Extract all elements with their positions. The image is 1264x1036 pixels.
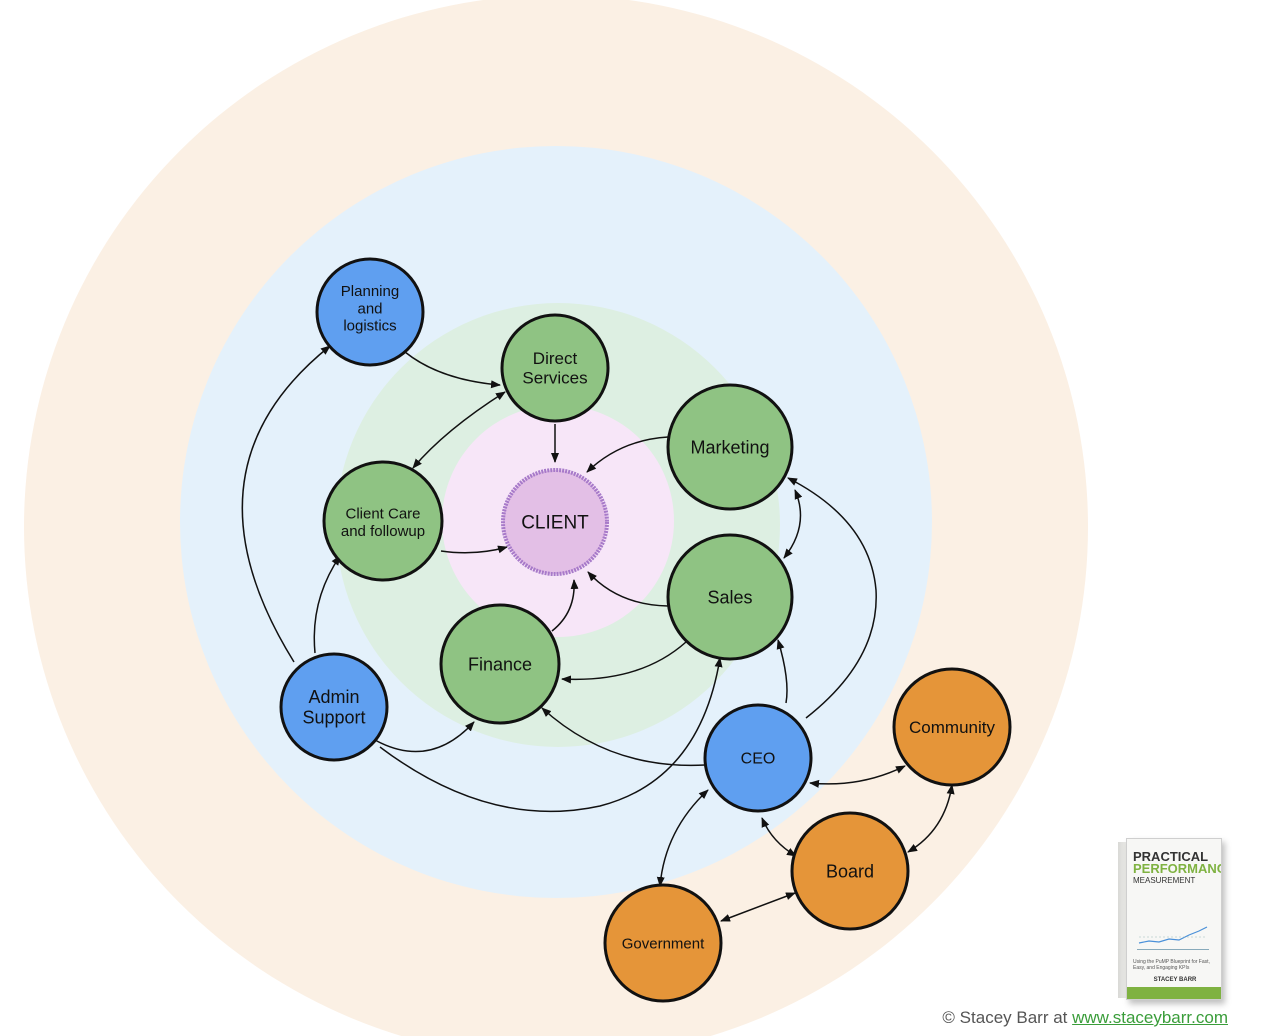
node-sales: Sales [666,533,794,661]
book-tagline: Using the PuMP Blueprint for Fast, Easy,… [1133,959,1210,971]
connector-admin-to-finance [374,721,475,753]
connector-board-government [720,892,796,922]
connector-ceo-board [761,817,797,857]
connector-ceo-community [809,765,906,788]
sales-circle [666,533,794,661]
book-band [1127,987,1221,999]
connector-admin-to-sales [379,657,723,813]
connector-marketing-sales [783,489,803,559]
book-title-line-3: MEASUREMENT [1133,876,1196,885]
planning-circle [315,257,425,367]
connector-ceo-to-marketing [787,477,877,719]
government-label-line: Government [622,935,705,952]
book-title: PRACTICAL PERFORMANCE MEASUREMENT [1133,849,1221,887]
book-chart-line [1138,926,1208,944]
direct-services-label-line: Services [522,369,587,388]
government-circle [603,883,723,1003]
book-chart-graphic [1137,921,1209,950]
marketing-label: Marketing [690,437,769,457]
community-circle [892,667,1012,787]
connector-sales-to-client [587,571,669,607]
book-cover-image: PRACTICAL PERFORMANCE MEASUREMENT Using … [1118,838,1222,1000]
connector-sales-to-finance [561,641,687,684]
connector-planning-to-direct [404,351,501,389]
node-client: CLIENT [501,468,609,576]
admin-support-label-line: Support [302,708,365,728]
planning-label-line: and [357,300,382,317]
copyright-footer: © Stacey Barr at www.staceybarr.com [942,1008,1228,1028]
connector-marketing-to-client [586,436,669,473]
node-government: Government [603,883,723,1003]
government-label: Government [622,935,705,952]
admin-support-circle [279,652,389,762]
connector-clientcare-to-client [440,545,508,554]
board-label: Board [826,861,874,881]
sales-label-line: Sales [707,587,752,607]
node-community: Community [892,667,1012,787]
finance-label-line: Finance [468,654,532,674]
client-care-circle [322,460,444,582]
connector-ceo-to-sales [776,639,788,704]
client-label: CLIENT [521,513,589,534]
connector-community-board [907,784,955,853]
connector-direct-clientcare [412,391,506,469]
board-label-line: Board [826,861,874,881]
community-label: Community [909,718,995,737]
client-circle [501,468,609,576]
finance-label: Finance [468,654,532,674]
community-label-line: Community [909,718,995,737]
board-circle [790,811,910,931]
ceo-label-line: CEO [741,751,776,768]
sales-label: Sales [707,587,752,607]
direct-services-circle [500,313,610,423]
planning-label-line: logistics [343,318,396,335]
book-title-line-1: PRACTICAL [1133,849,1209,864]
copyright-text: © Stacey Barr at [942,1008,1073,1027]
client-label-line: CLIENT [521,513,589,534]
connector-admin-to-planning [241,345,331,663]
client-care-label-line: and followup [341,523,425,540]
node-finance: Finance [439,603,561,725]
node-board: Board [790,811,910,931]
connectors [241,345,955,922]
book-author: STACEY BARR [1153,977,1197,983]
connector-admin-to-clientcare [313,555,341,654]
marketing-label-line: Marketing [690,437,769,457]
marketing-circle [666,383,794,511]
website-link[interactable]: www.staceybarr.com [1072,1008,1228,1027]
book-front: PRACTICAL PERFORMANCE MEASUREMENT Using … [1126,838,1222,1000]
admin-support-label-line: Admin [308,687,359,707]
book-spine [1118,842,1128,998]
planning-label-line: Planning [341,283,399,300]
finance-circle [439,603,561,725]
node-ceo: CEO [703,703,813,813]
ceo-circle [703,703,813,813]
connector-finance-to-client [551,579,579,632]
client-care-label-line: Client Care [345,506,420,523]
node-marketing: Marketing [666,383,794,511]
connector-ceo-government [656,789,709,887]
ceo-label: CEO [741,751,776,768]
direct-services-label-line: Direct [533,349,578,368]
connector-ceo-to-finance [541,707,706,767]
book-title-line-2: PERFORMANCE [1133,861,1221,876]
